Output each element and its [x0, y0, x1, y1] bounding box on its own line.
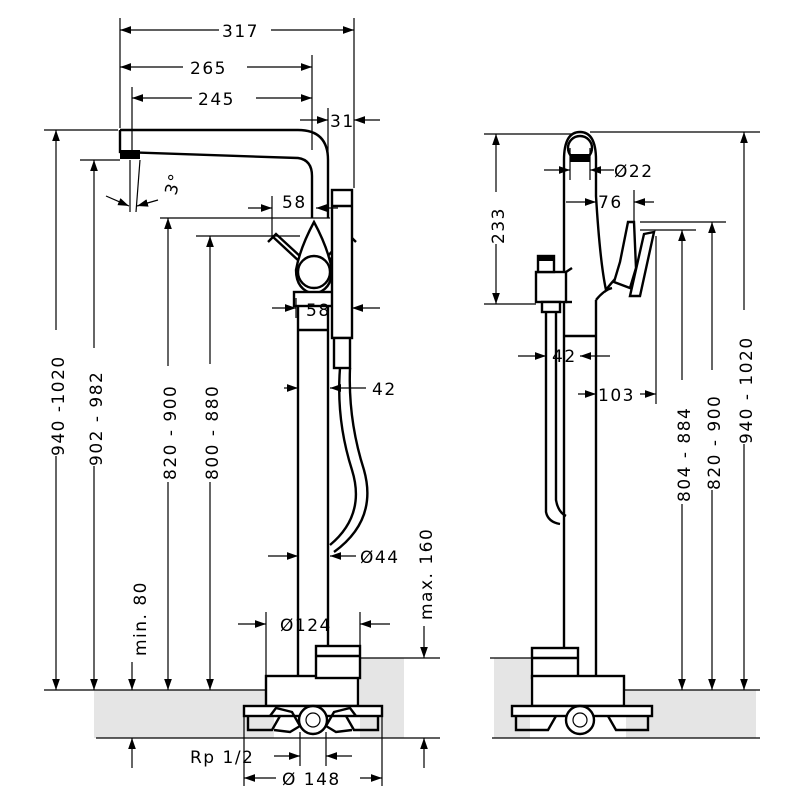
dim-317-label: 317	[222, 22, 259, 42]
dim-angle-arrow-right	[136, 199, 159, 207]
dim-804-884-label: 804 - 884	[675, 407, 695, 502]
dim-820-900-label: 820 - 900	[161, 385, 181, 480]
front-view: Ø22 76 233 42 103 804 - 884 820 - 900	[484, 130, 760, 739]
dim-min80-label: min. 80	[131, 581, 151, 656]
front-mounting-box	[530, 674, 626, 708]
dim-d44-label: Ø44	[360, 548, 400, 568]
dim-d22-label: Ø22	[614, 162, 654, 182]
dim-265-label: 265	[190, 59, 227, 79]
dim-rp-label: Rp 1/2	[190, 748, 254, 768]
front-hose-connector	[540, 300, 562, 314]
front-hose	[544, 312, 567, 526]
dim-d148-label: Ø 148	[282, 770, 341, 790]
bracket-wing-left	[269, 706, 302, 734]
dim-58-top-label: 58	[282, 193, 307, 213]
hand-shower	[330, 188, 354, 340]
front-pipe-connection	[564, 704, 596, 736]
mounting-bracket	[246, 715, 380, 732]
dim-245-label: 245	[198, 90, 235, 110]
dim-58-mid-label: 58	[306, 301, 331, 321]
lever-left-arm	[267, 232, 303, 259]
base-collar	[314, 644, 362, 680]
front-shower-handle	[628, 230, 656, 298]
dim-800-880-label: 800 - 880	[203, 385, 223, 480]
dim-angle-label: 3°	[162, 171, 187, 198]
dim-max160-label: max. 160	[417, 528, 437, 620]
hand-shower-handle	[332, 336, 352, 370]
dim-31-label: 31	[330, 112, 355, 132]
valve-knob	[296, 254, 332, 290]
pipe-connection-outer	[297, 704, 329, 736]
side-view: 317 265 245 31 3° 58 58	[44, 18, 440, 790]
front-base-collar	[530, 646, 580, 680]
mounting-box	[264, 674, 360, 708]
dim-d124-label: Ø124	[280, 616, 332, 636]
dim-233-label: 233	[489, 207, 509, 244]
front-upper-body	[562, 130, 635, 301]
bracket-wing-right	[324, 706, 357, 734]
pipe-connection-inner	[305, 712, 321, 728]
floor-block-front-left	[494, 658, 530, 738]
dim-f940-1020-label: 940 - 1020	[737, 336, 757, 444]
dim-f42-label: 42	[552, 347, 577, 367]
front-lever	[612, 220, 638, 290]
dim-103-label: 103	[598, 386, 635, 406]
front-side-valve	[534, 270, 568, 304]
dim-940-1020-label: 940 -1020	[49, 355, 69, 456]
dim-42-label: 42	[372, 380, 397, 400]
dim-76-label: 76	[598, 193, 623, 213]
spout-outlet	[120, 150, 140, 159]
dim-f820-900-label: 820 - 900	[705, 395, 725, 490]
shower-hose	[329, 367, 369, 553]
dim-angle-arrow-left	[105, 195, 130, 207]
dim-902-982-label: 902 - 982	[87, 371, 107, 466]
